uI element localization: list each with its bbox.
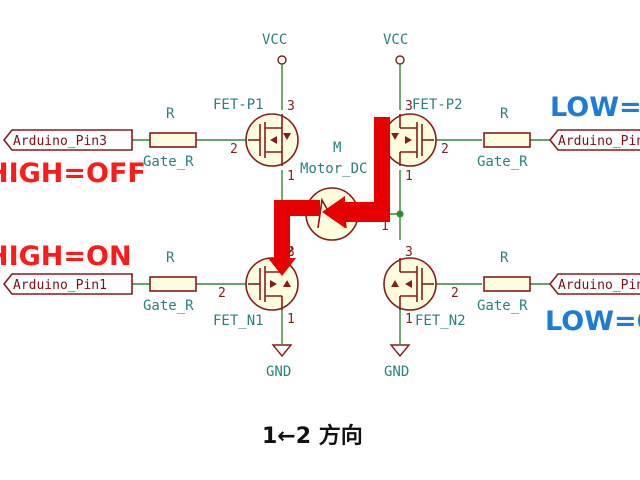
port-left-bottom-label: Arduino_Pin1	[13, 278, 107, 293]
vcc-left-label: VCC	[262, 32, 287, 48]
resistor-r3: R Gate_R	[477, 106, 531, 170]
resistor-r3-name: Gate_R	[477, 154, 528, 170]
port-right-top-label: Arduino_Pin2	[558, 134, 640, 149]
gnd-right-symbol: GND	[384, 344, 411, 380]
fet-p1: FET-P1 2 3 1	[213, 97, 299, 184]
fet-p2-drain-pin: 3	[405, 99, 413, 114]
gnd-left-symbol: GND	[266, 344, 293, 380]
junction-dot	[396, 210, 404, 218]
port-right-bottom: Arduino_Pin4	[548, 273, 640, 295]
port-left-top: Arduino_Pin3	[2, 129, 133, 151]
fet-p2-source-pin: 1	[405, 169, 413, 184]
annotation-left-top: HIGH=OFF	[0, 158, 146, 189]
fet-p1-drain-pin: 3	[287, 99, 295, 114]
resistor-r4-name: Gate_R	[477, 298, 528, 314]
fet-p2-label: FET-P2	[412, 97, 463, 113]
resistor-r1: R Gate_R	[143, 106, 197, 170]
fet-n1-label: FET_N1	[213, 313, 264, 329]
resistor-r2-name: Gate_R	[143, 298, 194, 314]
annotation-right-top: LOW=OFF	[550, 92, 640, 123]
fet-n2-label: FET_N2	[415, 313, 466, 329]
vcc-right-symbol: VCC	[383, 32, 408, 65]
fet-n1-drain-pin: 3	[287, 245, 295, 260]
fet-p1-gate-pin: 2	[230, 142, 238, 157]
fet-n2-source-pin: 1	[405, 312, 413, 327]
port-left-bottom: Arduino_Pin1	[2, 273, 133, 295]
resistor-r2-value: R	[166, 250, 175, 266]
current-flow-arrow	[268, 117, 390, 276]
gnd-left-label: GND	[266, 364, 291, 380]
annotation-left-bottom: HIGH=ON	[0, 241, 132, 272]
resistor-r4: R Gate_R	[477, 250, 531, 314]
fet-p1-label: FET-P1	[213, 97, 264, 113]
fet-n2-drain-pin: 3	[405, 245, 413, 260]
fet-n2: FET_N2 2 3 1	[383, 245, 466, 329]
resistor-r1-name: Gate_R	[143, 154, 194, 170]
motor-name: Motor_DC	[300, 161, 367, 177]
fet-p2: FET-P2 2 3 1	[383, 97, 463, 184]
port-left-top-label: Arduino_Pin3	[13, 134, 107, 149]
resistor-r3-value: R	[500, 106, 509, 122]
fet-n1-gate-pin: 2	[218, 286, 226, 301]
fet-n2-gate-pin: 2	[451, 286, 459, 301]
port-right-bottom-label: Arduino_Pin4	[558, 278, 640, 293]
vcc-right-label: VCC	[383, 32, 408, 48]
motor-ref: M	[333, 140, 341, 156]
vcc-left-symbol: VCC	[262, 32, 287, 65]
motor-pin1: 1	[381, 219, 389, 234]
resistor-r4-value: R	[500, 250, 509, 266]
fet-n1-source-pin: 1	[287, 312, 295, 327]
resistor-r2: R Gate_R	[143, 250, 197, 314]
resistor-r1-value: R	[166, 106, 175, 122]
fet-p2-gate-pin: 2	[441, 142, 449, 157]
fet-p1-source-pin: 1	[287, 169, 295, 184]
gnd-right-label: GND	[384, 364, 409, 380]
direction-caption: 1←2 方向	[262, 423, 363, 449]
port-right-top: Arduino_Pin2	[548, 129, 640, 151]
annotation-right-bottom: LOW=OFF	[545, 306, 640, 337]
